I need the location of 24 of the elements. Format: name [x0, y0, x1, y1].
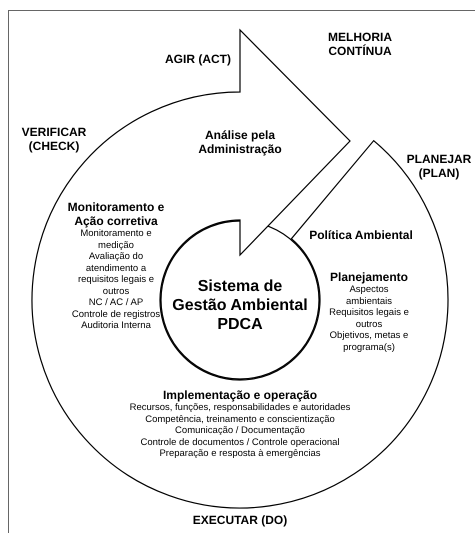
item-text: Auditoria Interna [81, 320, 151, 332]
phase-label: AGIR (ACT) [165, 52, 231, 66]
item-text: Objetivos, metas e programa(s) [328, 330, 410, 353]
item-text: Competência, treinamento e conscientização [145, 414, 335, 425]
section-heading: Implementação e operação [162, 388, 318, 402]
section-heading: Análise pela Administração [197, 128, 283, 156]
section-heading: Política Ambiental [309, 228, 413, 242]
item-text: Controle de registros [72, 308, 160, 320]
item-text: Comunicação / Documentação [175, 425, 305, 436]
circle-title: Sistema de Gestão Ambiental PDCA [171, 276, 309, 334]
item-text: Preparação e resposta à emergências [159, 448, 321, 460]
section-heading: Monitoramento e Ação corretiva [66, 200, 166, 228]
item-text: Aspectos ambientais [345, 284, 393, 307]
item-text: Avaliação do atendimento a requisitos legais e outros [76, 251, 156, 297]
item-text: Recursos, funções, responsabilidades e autoridades [130, 402, 350, 414]
phase-label: EXECUTAR (DO) [192, 513, 288, 527]
item-text: NC / AC / AP [88, 297, 144, 308]
phase-label: PLANEJAR (PLAN) [406, 152, 472, 180]
item-text: Requisitos legais e outros [328, 307, 410, 330]
item-text: Monitoramento e medição [79, 228, 153, 251]
section-heading: Planejamento [330, 270, 408, 284]
phase-label: MELHORIA CONTÍNUA [327, 30, 393, 58]
item-text: Controle de documentos / Controle operacional [140, 436, 340, 448]
phase-label: VERIFICAR (CHECK) [20, 125, 88, 153]
